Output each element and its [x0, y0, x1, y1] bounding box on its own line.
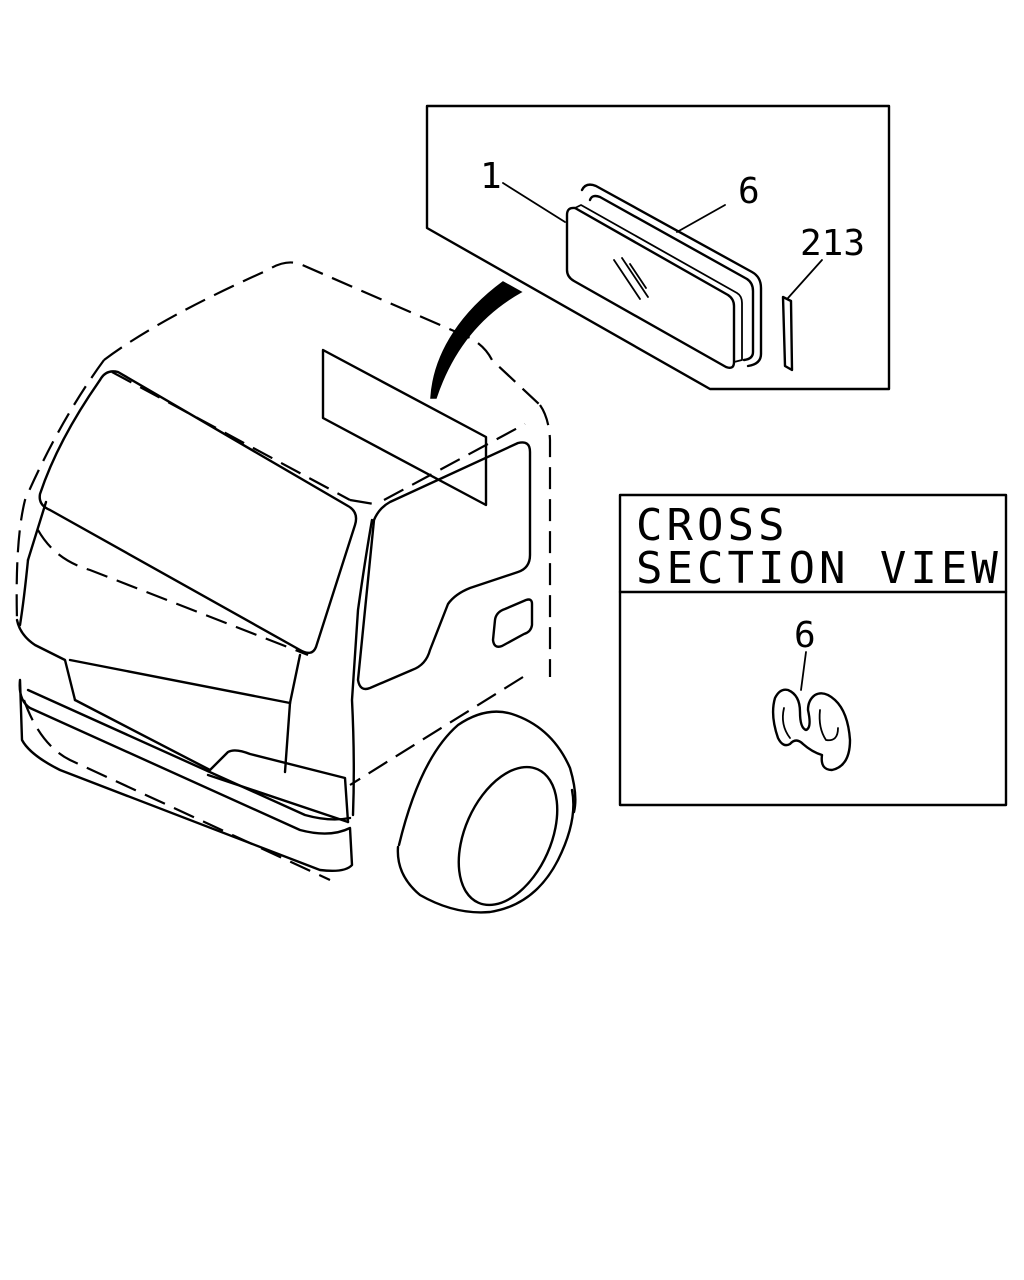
cross-section-panel: CROSS SECTION VIEW 6: [618, 493, 1008, 807]
roof-outline: [103, 261, 541, 406]
callout-glass: 1: [480, 156, 502, 197]
front-bumper: [18, 678, 354, 873]
wheel-hub: [457, 765, 559, 907]
cross-section-leader: [800, 651, 807, 691]
callout-sealant: 213: [800, 223, 865, 264]
leader-sealant: [787, 259, 823, 299]
rear-window-opening: [321, 348, 488, 507]
leader-weatherstrip: [676, 204, 726, 233]
callout-weatherstrip: 6: [738, 171, 760, 212]
door-handle: [491, 598, 534, 648]
side-window: [356, 441, 532, 691]
weatherstrip: [580, 183, 763, 368]
cross-section-title-line2: SECTION VIEW: [636, 543, 1002, 594]
leader-glass: [502, 182, 566, 223]
weatherstrip-profile: [771, 688, 852, 772]
sealant-strip: [781, 295, 794, 372]
detail-inset-frame: [425, 104, 891, 391]
truck-cab: [15, 261, 577, 914]
cross-section-title-line1: CROSS: [636, 500, 788, 551]
wheel: [396, 788, 575, 914]
cross-section-callout: 6: [794, 615, 816, 656]
cross-section-frame: [618, 493, 1008, 807]
rear-window-glass: [565, 204, 743, 370]
windshield: [38, 370, 358, 655]
wheel-arch: [397, 710, 577, 847]
pointer-arrow: [430, 281, 523, 399]
detail-inset: 1 6 213: [425, 104, 891, 391]
